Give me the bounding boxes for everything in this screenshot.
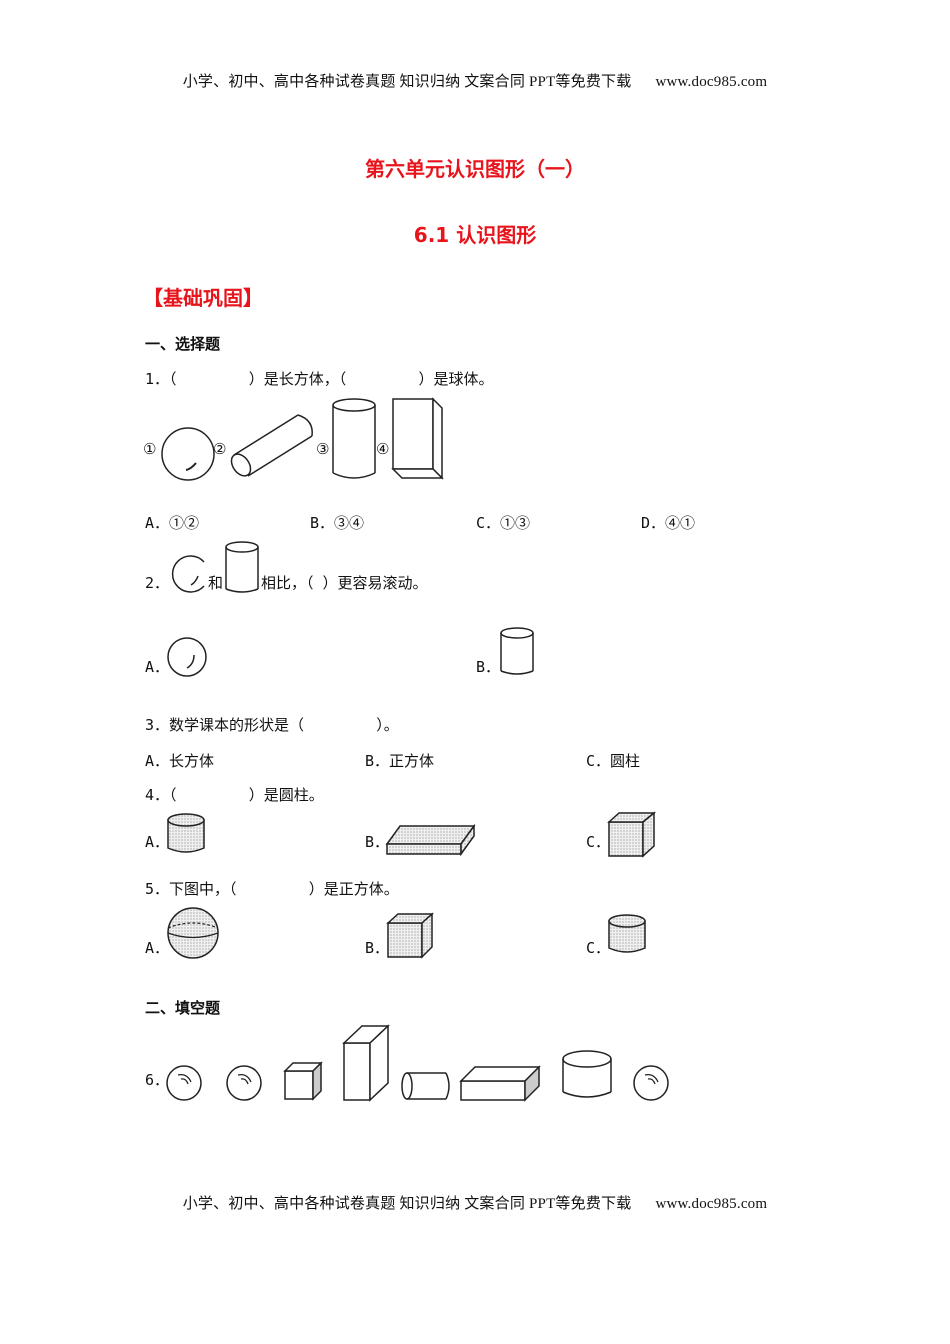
figure-label-4: ④ xyxy=(376,440,390,458)
cylinder-icon xyxy=(500,627,534,675)
sphere-icon xyxy=(167,907,219,959)
question-1-option-d[interactable]: D．④① xyxy=(641,514,696,532)
question-3-option-a[interactable]: A．长方体 xyxy=(145,752,215,770)
cube-icon xyxy=(283,1061,323,1101)
unit-title: 第六单元认识图形（一） xyxy=(365,157,585,181)
sphere-icon xyxy=(226,1065,262,1101)
sphere-icon xyxy=(167,637,207,677)
cylinder-icon xyxy=(608,914,646,953)
question-3-option-b[interactable]: B．正方体 xyxy=(365,752,435,770)
tall-cuboid-icon xyxy=(342,1024,390,1102)
question-2-and: 和 xyxy=(208,574,224,592)
question-4-stem: 4．（ ）是圆柱。 xyxy=(145,786,324,804)
page-footer: 小学、初中、高中各种试卷真题 知识归纳 文案合同 PPT等免费下载 www.doc… xyxy=(0,1192,950,1213)
sphere-icon xyxy=(166,1065,202,1101)
cube-icon xyxy=(607,811,657,858)
part1-heading: 一、选择题 xyxy=(145,335,221,353)
question-4-option-a[interactable]: A． xyxy=(145,833,170,851)
question-2-number: 2． xyxy=(145,574,170,592)
question-4-option-b[interactable]: B． xyxy=(365,833,390,851)
figure-label-2: ② xyxy=(213,440,227,458)
question-5-stem: 5．下图中，（ ）是正方体。 xyxy=(145,880,399,898)
lying-cylinder-icon xyxy=(401,1072,450,1100)
footer-site: www.doc985.com xyxy=(655,1196,768,1212)
figure-label-3: ③ xyxy=(316,440,330,458)
cylinder-icon xyxy=(167,813,205,853)
question-3-stem: 3．数学课本的形状是（ ）。 xyxy=(145,716,399,734)
question-2-option-a[interactable]: A． xyxy=(145,658,170,676)
question-3-option-c[interactable]: C．圆柱 xyxy=(586,752,641,770)
cylinder-icon xyxy=(562,1050,612,1098)
sphere-icon xyxy=(633,1065,669,1101)
question-5-option-a[interactable]: A． xyxy=(145,939,170,957)
lying-cylinder-icon xyxy=(230,414,313,477)
figure-label-1: ① xyxy=(143,440,157,458)
question-4-option-c[interactable]: C． xyxy=(586,833,611,851)
question-1-option-c[interactable]: C．①③ xyxy=(476,514,531,532)
question-5-option-b[interactable]: B． xyxy=(365,939,390,957)
page-header: 小学、初中、高中各种试卷真题 知识归纳 文案合同 PPT等免费下载 www.doc… xyxy=(0,70,950,91)
question-2-option-b[interactable]: B． xyxy=(476,658,501,676)
sphere-icon xyxy=(171,555,205,593)
cube-icon xyxy=(386,912,434,959)
footer-text: 小学、初中、高中各种试卷真题 知识归纳 文案合同 PPT等免费下载 xyxy=(182,1196,632,1212)
question-5-option-c[interactable]: C． xyxy=(586,939,611,957)
question-1-option-b[interactable]: B．③④ xyxy=(310,514,365,532)
section-heading: 【基础巩固】 xyxy=(143,286,263,310)
question-1-stem: 1．（ ）是长方体，（ ）是球体。 xyxy=(145,370,494,388)
header-site: www.doc985.com xyxy=(655,74,768,90)
flat-cuboid-icon xyxy=(459,1065,541,1102)
header-text: 小学、初中、高中各种试卷真题 知识归纳 文案合同 PPT等免费下载 xyxy=(182,74,632,90)
lesson-title: 6.1 认识图形 xyxy=(413,223,537,247)
question-6-number: 6． xyxy=(145,1071,170,1089)
cuboid-icon xyxy=(385,823,476,857)
standing-cylinder-icon xyxy=(332,398,376,479)
cylinder-icon xyxy=(225,541,259,593)
sphere-icon xyxy=(161,427,215,481)
cuboid-icon xyxy=(391,397,444,480)
part2-heading: 二、填空题 xyxy=(145,999,221,1017)
question-1-option-a[interactable]: A．①② xyxy=(145,514,200,532)
question-2-suffix: 相比，（ ）更容易滚动。 xyxy=(261,574,428,592)
